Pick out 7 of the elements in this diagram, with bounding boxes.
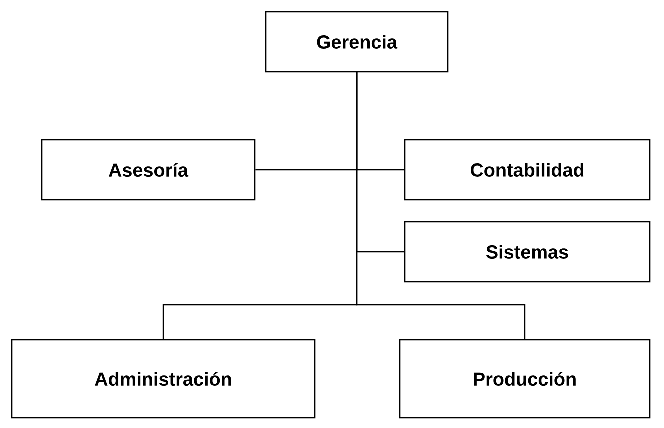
connector-line bbox=[356, 72, 526, 340]
org-box: Gerencia bbox=[265, 11, 449, 73]
org-box: Asesoría bbox=[41, 139, 256, 201]
org-box: Administración bbox=[11, 339, 316, 419]
org-box: Producción bbox=[399, 339, 651, 419]
org-box: Contabilidad bbox=[404, 139, 651, 201]
org-box: Sistemas bbox=[404, 221, 651, 283]
